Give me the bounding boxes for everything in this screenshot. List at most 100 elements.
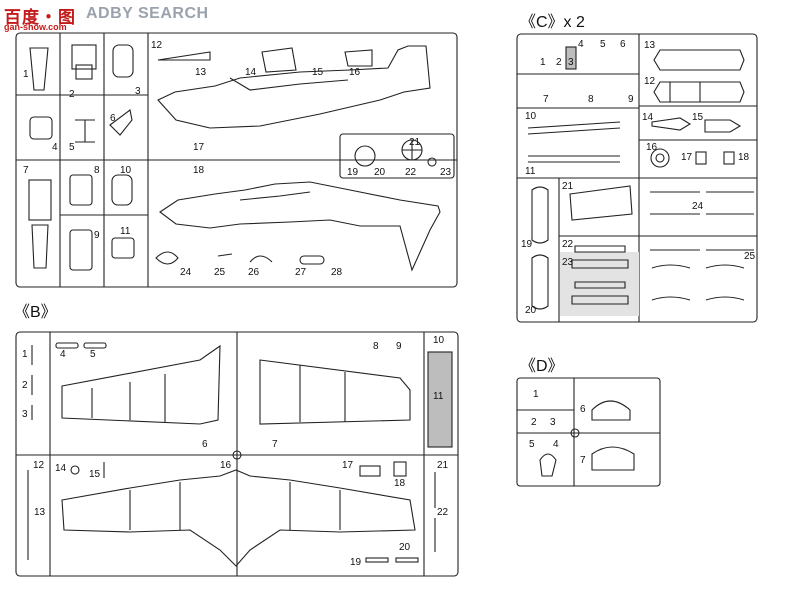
c-part-17 <box>695 151 707 165</box>
a-part-12 <box>157 51 211 61</box>
c-part-20 <box>531 254 549 310</box>
b-label-15: 15 <box>89 469 101 480</box>
b-label-10: 10 <box>433 335 445 346</box>
c-label-15: 15 <box>692 112 704 123</box>
b-label-19: 19 <box>350 557 362 568</box>
a-part-3 <box>112 44 134 78</box>
a-label-17: 17 <box>193 142 205 153</box>
sheet-c-label: 《C》x 2 <box>520 14 585 31</box>
c-label-21: 21 <box>562 181 574 192</box>
b-label-1: 1 <box>22 349 28 360</box>
a-inset <box>339 133 455 179</box>
d-label-2: 2 <box>531 417 537 428</box>
a-label-20: 20 <box>374 167 386 178</box>
b-label-12: 12 <box>33 460 45 471</box>
b-label-3: 3 <box>22 409 28 420</box>
sprue-c-frame <box>516 33 758 323</box>
a-part-14 <box>261 47 297 73</box>
c-part-23a <box>571 259 629 269</box>
a-label-14: 14 <box>245 67 257 78</box>
c-part-21 <box>569 185 633 221</box>
a-label-7: 7 <box>23 165 29 176</box>
c-label-8: 8 <box>588 94 594 105</box>
c-label-1: 1 <box>540 57 546 68</box>
a-label-10: 10 <box>120 165 132 176</box>
a-label-27: 27 <box>295 267 307 278</box>
a-label-2: 2 <box>69 89 75 100</box>
c-label-23: 23 <box>562 257 574 268</box>
b-label-20: 20 <box>399 542 411 553</box>
b-label-16: 16 <box>220 460 232 471</box>
c-part-6-3-panel <box>565 46 577 70</box>
c-part-25 <box>651 264 745 269</box>
a-label-16: 16 <box>349 67 361 78</box>
a-label-15: 15 <box>312 67 324 78</box>
a-label-5: 5 <box>69 142 75 153</box>
a-fuselage-18 <box>159 181 441 272</box>
a-part-26 <box>249 255 273 263</box>
c-part-22b <box>574 281 626 289</box>
a-part-8 <box>69 174 93 206</box>
c-drop-tank-12 <box>653 81 745 103</box>
c-part-23b <box>571 295 629 305</box>
c-label-9: 9 <box>628 94 634 105</box>
sprue-d-frame <box>516 377 661 487</box>
a-label-22: 22 <box>405 167 417 178</box>
c-label-24: 24 <box>692 201 704 212</box>
b-label-18: 18 <box>394 478 406 489</box>
b-lower-wing-16 <box>61 469 416 567</box>
b-part-17 <box>359 465 381 477</box>
a-label-13: 13 <box>195 67 207 78</box>
c-label-6: 6 <box>620 39 626 50</box>
c-label-17: 17 <box>681 152 693 163</box>
c-part-15 <box>704 119 742 133</box>
a-label-26: 26 <box>248 267 260 278</box>
a-part-25 <box>217 253 233 257</box>
b-label-6: 6 <box>202 439 208 450</box>
watermark-url: gan-show.com <box>4 22 67 32</box>
a-part-24 <box>155 251 179 265</box>
a-part-16 <box>344 49 373 67</box>
a-part-5 <box>75 119 95 143</box>
a-label-8: 8 <box>94 165 100 176</box>
c-wheel-16 <box>650 148 670 168</box>
c-drop-tank-13 <box>653 49 745 71</box>
c-label-18: 18 <box>738 152 750 163</box>
c-label-25: 25 <box>744 251 756 262</box>
b-part-4 <box>55 342 79 349</box>
a-label-11: 11 <box>120 226 131 237</box>
b-label-2: 2 <box>22 380 28 391</box>
c-label-3: 3 <box>568 57 574 68</box>
b-label-11: 11 <box>433 391 444 402</box>
d-label-6: 6 <box>580 404 586 415</box>
b-label-14: 14 <box>55 463 67 474</box>
a-part-9 <box>69 229 93 271</box>
c-part-14 <box>651 117 692 131</box>
d-label-4: 4 <box>553 439 559 450</box>
b-parts-10-11-panel <box>427 351 453 448</box>
a-label-25: 25 <box>214 267 226 278</box>
b-label-21: 21 <box>437 460 449 471</box>
b-label-9: 9 <box>396 341 402 352</box>
c-label-20: 20 <box>525 305 537 316</box>
b-label-22: 22 <box>437 507 449 518</box>
b-part-18 <box>393 461 407 477</box>
a-part-10 <box>111 174 133 206</box>
b-part-19 <box>365 557 389 563</box>
a-label-4: 4 <box>52 142 58 153</box>
c-part-10 <box>527 121 621 135</box>
b-part-20 <box>395 557 419 563</box>
c-label-2: 2 <box>556 57 562 68</box>
b-label-4: 4 <box>60 349 66 360</box>
a-part-6 <box>109 109 133 136</box>
c-part-22a <box>574 245 626 253</box>
sheet-d-label: 《D》 <box>520 358 564 375</box>
a-label-24: 24 <box>180 267 192 278</box>
c-label-11: 11 <box>525 166 536 177</box>
c-label-10: 10 <box>525 111 537 122</box>
c-part-11 <box>528 155 620 163</box>
a-part-27 <box>299 255 325 265</box>
a-part-7 <box>28 179 52 221</box>
c-label-4: 4 <box>578 39 584 50</box>
